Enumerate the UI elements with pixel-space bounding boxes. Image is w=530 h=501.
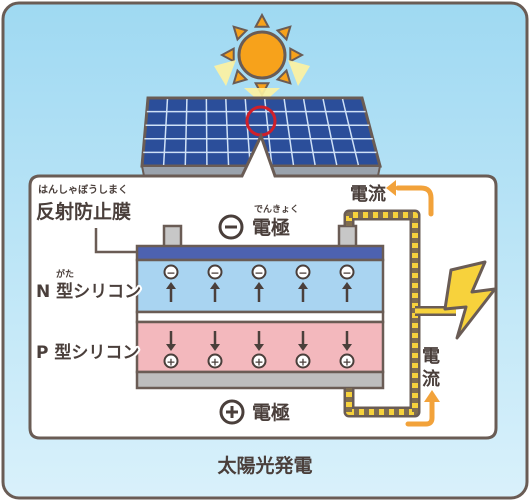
electron-particle: − [251,264,267,302]
electron-particle: − [339,264,355,302]
plus-circle-icon [219,399,245,425]
caption: 太陽光発電 [217,454,312,477]
hole-symbol: + [342,356,351,369]
positive-electrode-plate [135,370,385,390]
sun-ray [275,68,292,85]
sun-ray [232,25,249,42]
electron-symbol: − [166,267,175,280]
sun-ray [253,12,271,28]
svg-text:流: 流 [422,368,440,390]
hole-particle: + [295,331,311,369]
svg-text:電: 電 [422,346,440,367]
electron-symbol: − [254,267,263,280]
wire-circuit [343,209,456,418]
current-label-side: 電 流 [422,346,440,390]
electron-particle: − [295,264,311,302]
current-arrow-top [386,180,434,217]
sun-ray [275,25,292,42]
electron-symbol: − [298,267,307,280]
hole-symbol: + [210,356,219,369]
current-label-top: 電流 [350,183,386,205]
sun-ray [219,46,235,64]
sun-ray [232,68,249,85]
hole-particle: + [207,331,223,369]
sun-icon [219,12,305,98]
hole-particle: + [339,331,355,369]
current-arrow-bottom [405,390,440,427]
lightning-bolt-icon [443,260,497,340]
hole-particle: + [163,331,179,369]
sun-glow [214,60,310,104]
negative-electrode-label: 電極 [252,216,290,239]
negative-electrode-ruby: でんきょく [254,204,299,215]
sun-ray [289,46,305,64]
hole-symbol: + [254,356,263,369]
hole-symbol: + [298,356,307,369]
junction-layer [135,310,385,324]
p-type-label: P 型シリコン [36,342,139,363]
anti-reflection-ruby: はんしゃぼうしまく [38,183,128,196]
hole-particle: + [251,331,267,369]
hole-symbol: + [166,356,175,369]
electron-symbol: − [210,267,219,280]
electron-symbol: − [342,267,351,280]
positive-electrode-label: 電極 [252,401,290,424]
anti-reflection-layer [135,244,385,262]
n-type-ruby: がた [56,268,74,280]
anti-reflection-leader [94,228,137,254]
minus-circle-icon [218,214,244,240]
anti-reflection-label: 反射防止膜 [36,200,131,223]
electron-particle: − [207,264,223,302]
n-type-label: N 型シリコン [36,281,141,302]
electron-particle: − [163,264,179,302]
